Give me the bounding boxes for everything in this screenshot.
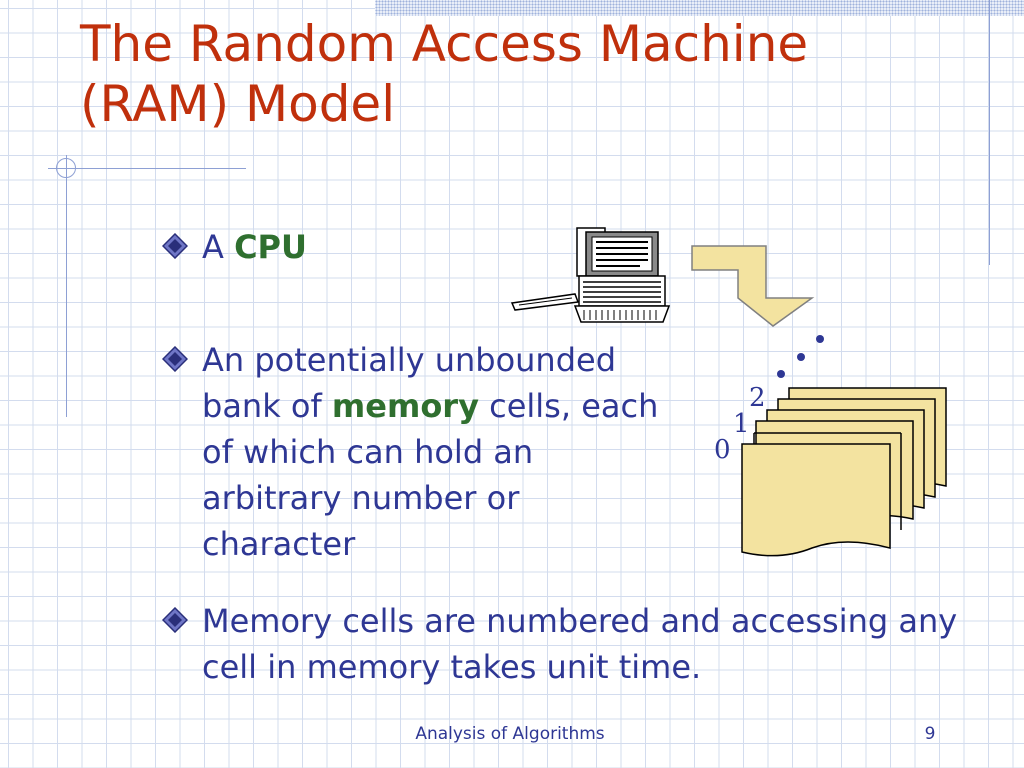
slide-title-line2: (RAM) Model (80, 75, 396, 133)
decorative-ring (56, 158, 76, 178)
bullet-text: Memory cells are numbered and accessing … (202, 602, 958, 686)
bullet-text: A CPU (202, 228, 307, 266)
top-decorative-band (375, 0, 1024, 16)
footer-title: Analysis of Algorithms (415, 724, 605, 744)
bullet-emphasis: memory (331, 387, 479, 425)
diamond-bullet-icon (162, 346, 188, 372)
bullet-text: An potentially unbounded bank of memory … (202, 341, 659, 563)
page-number: 9 (924, 724, 936, 744)
bullet-item: Memory cells are numbered and accessing … (162, 598, 962, 690)
decorative-line (48, 168, 246, 169)
decorative-line (66, 155, 67, 417)
bullet-item: A CPU (162, 224, 962, 270)
diamond-bullet-icon (162, 233, 188, 259)
bullet-emphasis: CPU (234, 228, 307, 266)
diamond-bullet-icon (162, 607, 188, 633)
bullet-item: An potentially unbounded bank of memory … (162, 337, 962, 567)
decorative-line (989, 0, 990, 265)
slide-title: The Random Access Machine (RAM) Model (80, 14, 940, 134)
slide-title-line1: The Random Access Machine (80, 15, 809, 73)
